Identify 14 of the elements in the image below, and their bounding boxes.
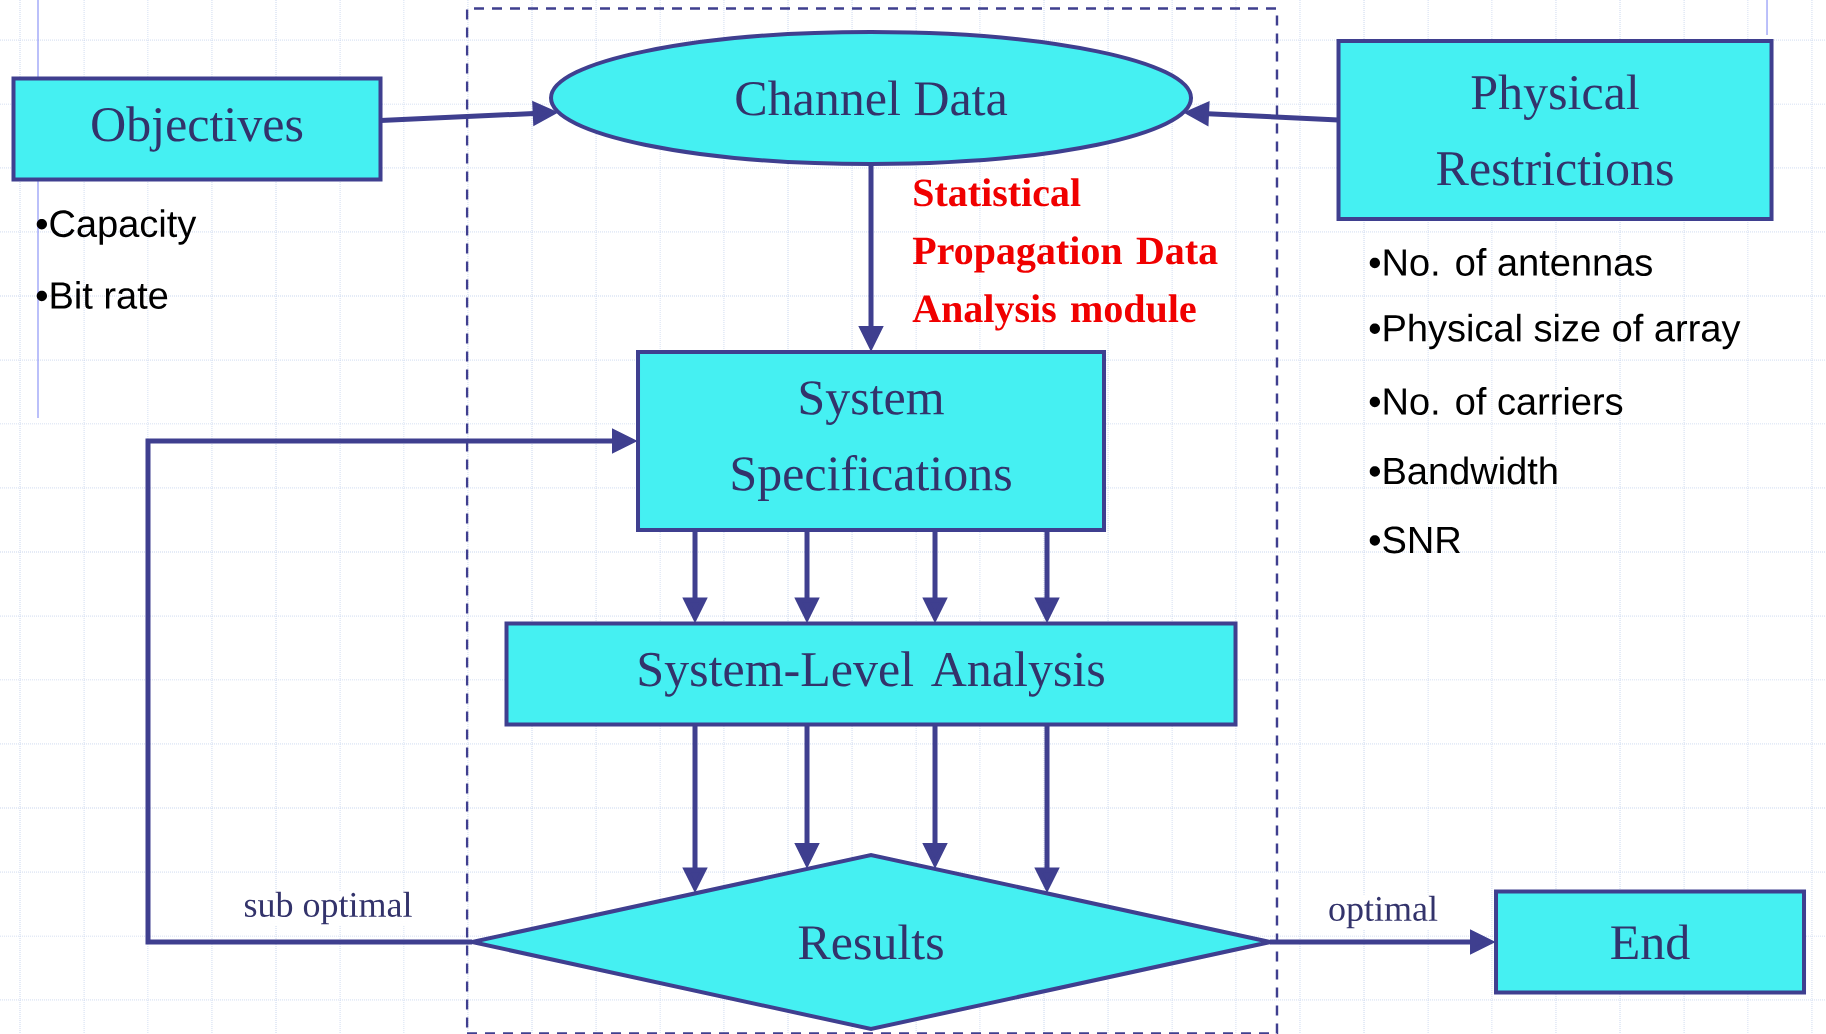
bullet-item: •SNR: [1369, 526, 1460, 554]
edge-label: sub optimal: [242, 890, 414, 926]
process-box: End: [1494, 889, 1806, 995]
process-box: System-Level Analysis: [504, 621, 1238, 727]
bullet-item: •Bit rate: [36, 281, 168, 309]
bullet-item: •No. of carriers: [1369, 387, 1623, 415]
bullet-item: •No. of antennas: [1369, 248, 1652, 276]
process-box: Physical Restrictions: [1336, 39, 1774, 221]
edge-label: optimal: [1327, 894, 1439, 930]
bullet-item: •Capacity: [36, 209, 197, 245]
bullet-item: •Bandwidth: [1369, 456, 1557, 485]
bullet-item: •Physical size of array: [1369, 313, 1741, 350]
process-box: System Specifications: [636, 350, 1106, 532]
process-box: Objectives: [11, 76, 383, 182]
